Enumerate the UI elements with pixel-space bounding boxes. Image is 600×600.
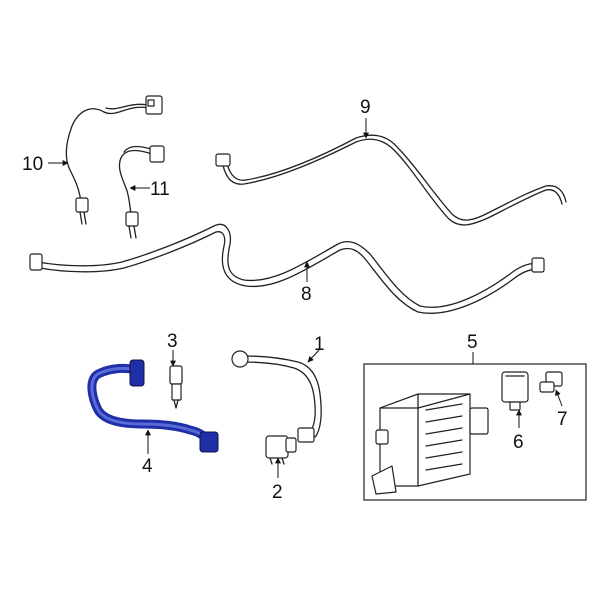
callout-8: 8 [301, 284, 312, 305]
callout-10: 10 [22, 154, 43, 175]
part-6-valve[interactable] [501, 371, 529, 411]
callout-7: 7 [557, 409, 568, 430]
callout-labels: 1 2 3 4 5 6 7 8 9 10 11 [22, 97, 568, 503]
callout-4: 4 [142, 456, 153, 477]
part-5-canister-assembly[interactable] [363, 363, 587, 501]
part-1-hose[interactable] [231, 350, 322, 443]
part-8-tube[interactable] [29, 223, 545, 314]
leader-lines [48, 118, 563, 478]
callout-5: 5 [467, 332, 478, 353]
callout-6: 6 [513, 432, 524, 453]
part-11-oxygen-sensor[interactable] [118, 145, 165, 239]
callout-9: 9 [360, 97, 371, 118]
callout-3: 3 [167, 331, 178, 352]
callout-11: 11 [150, 179, 170, 200]
part-4-hose[interactable] [87, 359, 219, 453]
part-3-sensor[interactable] [169, 365, 183, 409]
part-10-oxygen-sensor[interactable] [65, 95, 163, 225]
part-2-connector[interactable] [265, 435, 297, 465]
part-9-tube[interactable] [215, 134, 567, 226]
callout-2: 2 [272, 482, 283, 503]
part-7-fitting[interactable] [539, 371, 563, 393]
callout-1: 1 [314, 334, 325, 355]
